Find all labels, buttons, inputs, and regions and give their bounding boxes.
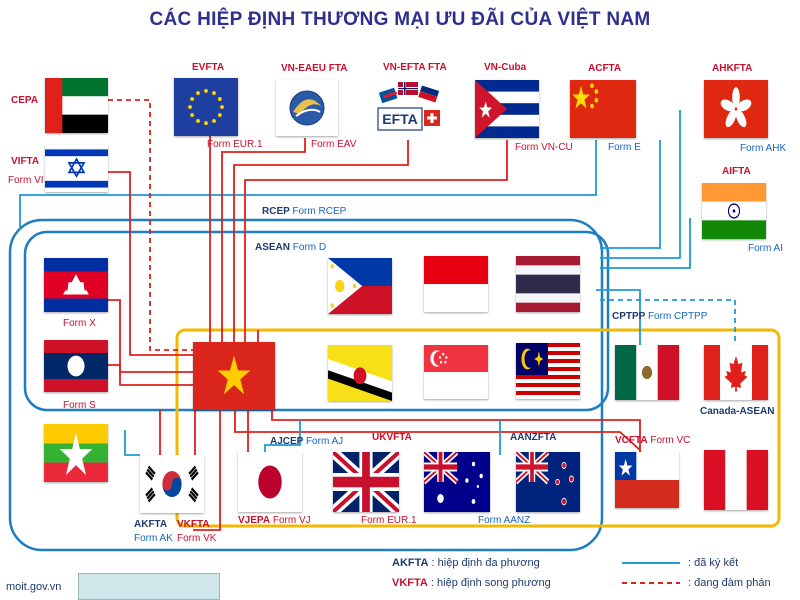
newzealand-flag (516, 452, 580, 512)
singapore-flag (424, 345, 488, 399)
cambodia-flag (44, 258, 108, 312)
negotiating-lines-blue (600, 299, 736, 345)
acfta-label: ACFTA (588, 63, 622, 74)
brunei-flag (328, 345, 392, 401)
source-label[interactable]: moit.gov.vn (6, 581, 62, 593)
rcep-group-border (8, 218, 604, 552)
aifta-form-label: Form AI (748, 243, 784, 254)
vkfta-form-label: Form VK (177, 533, 217, 544)
vneaeu-label: VN-EAEU FTA (281, 63, 348, 74)
aifta-label: AIFTA (722, 166, 751, 177)
vifta-form-label: Form VI (8, 175, 44, 186)
thailand-flag (516, 256, 580, 312)
vcfta-form: Form VC (650, 435, 691, 446)
legend-bilateral-text: : hiệp định song phương (430, 577, 551, 589)
cuba-flag (475, 80, 539, 138)
ajcep-form: Form AJ (305, 436, 344, 447)
aanzfta-form-label: Form AANZ (478, 515, 531, 526)
mexico-flag (615, 345, 679, 400)
efta-flag-text: EFTA (382, 111, 418, 127)
legend-bilateral-code: VKFTA (392, 577, 428, 589)
acfta-form-label: Form E (608, 142, 641, 153)
vnefta-label: VN-EFTA FTA (383, 62, 447, 73)
cepa-label: CEPA (11, 95, 39, 106)
legend-multilateral-code: AKFTA (392, 557, 429, 569)
southkorea-flag (140, 455, 204, 513)
vkfta-label: VKFTA (177, 519, 210, 530)
philippines-flag (328, 258, 392, 314)
china-flag (570, 80, 636, 138)
form-s-label: Form S (63, 400, 96, 411)
myanmar-flag (44, 424, 108, 482)
australia-flag (424, 452, 490, 512)
legend-multilateral: AKFTA : hiệp định đa phương (392, 558, 540, 569)
malaysia-flag (516, 343, 580, 399)
evfta-form-label: Form EUR.1 (207, 139, 263, 150)
vietnam-flag (193, 342, 275, 410)
aanzfta-label: AANZFTA (510, 432, 557, 443)
rcep-form: Form RCEP (292, 206, 347, 217)
legend-multilateral-text: : hiệp định đa phương (431, 557, 540, 569)
india-flag (702, 183, 766, 239)
cptpp-name: CPTPP (612, 311, 646, 322)
cptpp-group-border (175, 328, 781, 528)
ukvfta-label: UKVFTA (372, 432, 412, 443)
vncuba-form-label: Form VN-CU (515, 142, 573, 153)
ukvfta-form-label: Form EUR.1 (361, 515, 417, 526)
asean-group-border (23, 230, 610, 412)
vcfta-name: VCFTA (615, 435, 648, 446)
legend-negotiating-text: : đang đàm phán (688, 577, 771, 589)
vjepa-name: VJEPA (238, 515, 271, 526)
ajcep-label: AJCEP Form AJ (270, 437, 343, 447)
negotiating-lines (108, 99, 193, 351)
rcep-label: RCEP Form RCEP (262, 207, 346, 217)
peru-flag (704, 450, 768, 510)
legend-bilateral: VKFTA : hiệp định song phương (392, 578, 551, 589)
israel-flag (45, 145, 108, 192)
legend-signed-text: : đã ký kết (688, 557, 739, 569)
rcep-name: RCEP (262, 206, 290, 217)
akfta-label: AKFTA (134, 519, 168, 530)
eaeu-flag (276, 80, 338, 136)
akfta-form-label: Form AK (134, 533, 173, 544)
norway-mini-flag (398, 82, 418, 95)
eu-flag (174, 78, 238, 136)
vncuba-label: VN-Cuba (484, 62, 527, 73)
canada-flag (704, 345, 768, 400)
bottom-panel (78, 573, 220, 600)
asean-label: ASEAN Form D (255, 243, 326, 253)
chile-flag (615, 452, 679, 508)
asean-name: ASEAN (255, 242, 291, 253)
canada-asean-label: Canada-ASEAN (700, 406, 775, 417)
asean-form: Form D (292, 242, 327, 253)
page-title: CÁC HIỆP ĐỊNH THƯƠNG MẠI ƯU ĐÃI CỦA VIỆT… (149, 9, 651, 30)
uae-flag (45, 78, 108, 133)
vjepa-label: VJEPA Form VJ (238, 516, 311, 526)
hongkong-flag (704, 80, 768, 138)
vcfta-label: VCFTA Form VC (615, 436, 690, 446)
vifta-label: VIFTA (11, 156, 40, 167)
ahkfta-form-label: Form AHK (740, 143, 787, 154)
laos-flag (44, 340, 108, 392)
iceland-mini-flag (378, 87, 398, 104)
indonesia-flag (424, 256, 488, 312)
cptpp-label: CPTPP Form CPTPP (612, 312, 707, 322)
evfta-label: EVFTA (192, 62, 225, 73)
cptpp-form: Form CPTPP (647, 311, 708, 322)
efta-flag: EFTA (374, 80, 442, 138)
liechtenstein-mini-flag (418, 85, 440, 103)
vneaeu-form-label: Form EAV (311, 139, 357, 150)
form-x-label: Form X (63, 318, 96, 329)
uk-flag (333, 452, 399, 512)
switzerland-mini-flag (424, 110, 440, 126)
signed-lines (19, 110, 691, 456)
japan-flag (238, 452, 302, 512)
ajcep-name: AJCEP (270, 436, 304, 447)
vjepa-form: Form VJ (272, 515, 311, 526)
ahkfta-label: AHKFTA (712, 63, 753, 74)
